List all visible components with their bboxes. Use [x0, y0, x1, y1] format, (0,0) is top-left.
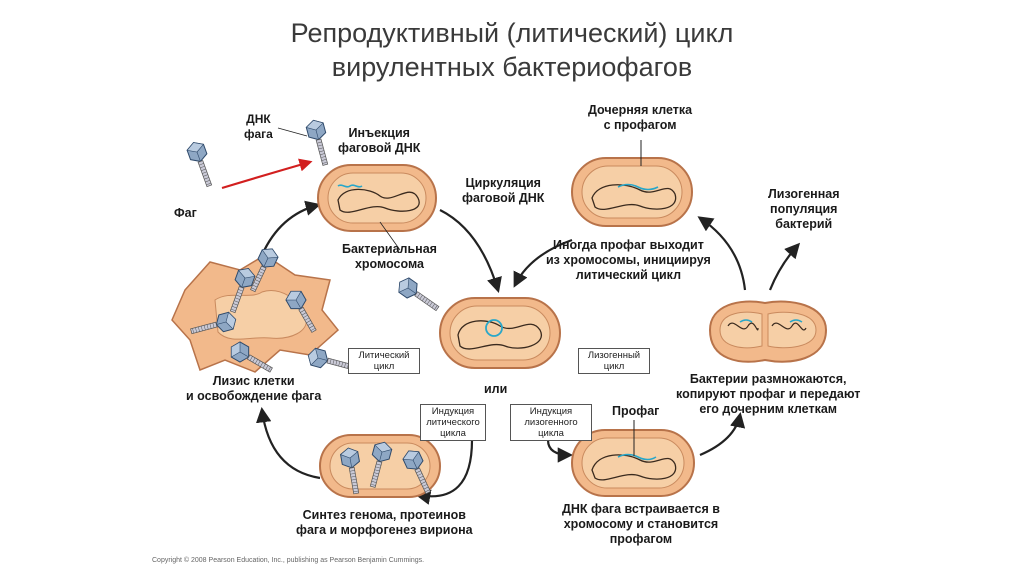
- or-label: или: [484, 382, 508, 396]
- chromosome-pointer: [379, 221, 401, 251]
- arrow-daughter-to-circulation: [513, 238, 573, 288]
- phage-dna-pointer: [277, 127, 308, 137]
- injection-red-arrow: [221, 158, 313, 190]
- circulation-cell: [439, 297, 561, 369]
- title-line-1: Репродуктивный (литический) цикл: [290, 18, 734, 48]
- injection-cell: [317, 164, 437, 232]
- arrow-multiply-to-population: [768, 242, 801, 291]
- copyright-text: Copyright © 2008 Pearson Education, Inc.…: [152, 557, 425, 564]
- arrow-injection-to-circulation: [439, 209, 502, 293]
- lysis-cell: [171, 254, 340, 373]
- dividing-cell: [708, 300, 828, 363]
- bacteria-multiply-label: Бактерии размножаются,копируют профаг и …: [676, 372, 861, 416]
- integration-cell: [571, 429, 695, 497]
- daughter-cell: [571, 157, 693, 227]
- arrow-circulation-to-synthesis: [414, 439, 474, 505]
- arrow-lysis-to-injection: [260, 200, 321, 256]
- circulation-phage: [394, 274, 443, 317]
- arrow-integration-to-multiply: [699, 411, 746, 457]
- arrow-multiply-to-daughter: [697, 216, 747, 291]
- arrow-circulation-to-integration: [546, 439, 574, 463]
- title-line-2: вирулентных бактериофагов: [331, 52, 693, 82]
- injecting-phage: [304, 117, 335, 168]
- page-title: Репродуктивный (литический) цикл вирулен…: [0, 16, 1024, 84]
- free-phage: [184, 139, 218, 190]
- arrow-synthesis-to-lysis: [256, 406, 321, 480]
- prophage-label: Профаг: [612, 404, 660, 418]
- phage-label: Фаг: [174, 206, 197, 220]
